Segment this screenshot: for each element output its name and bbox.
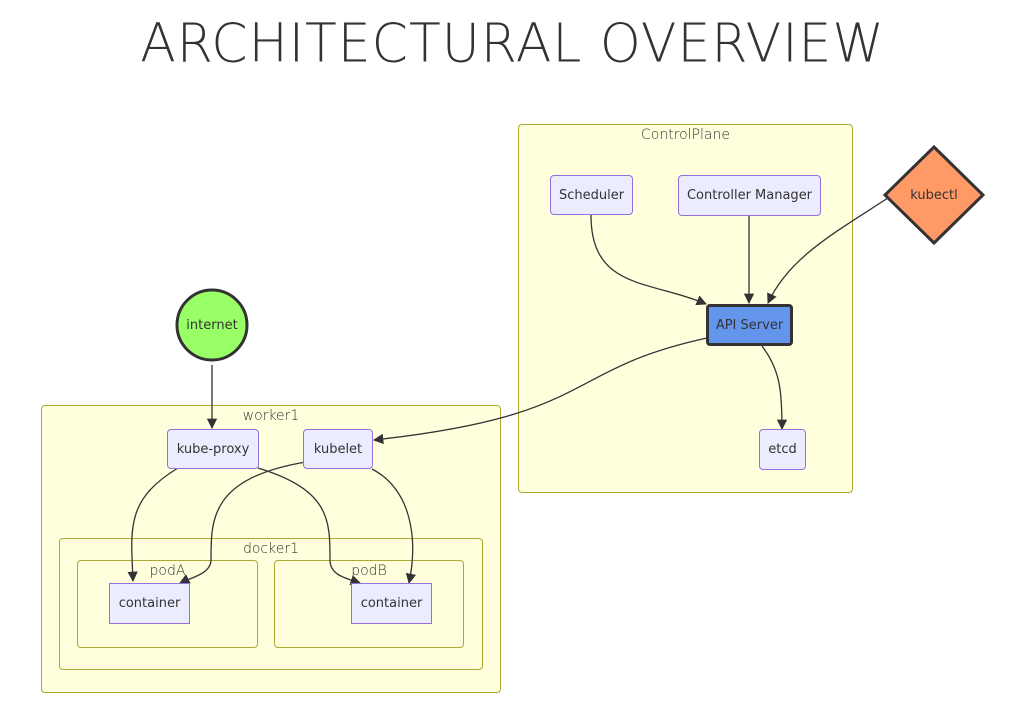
node-api-server: API Server bbox=[706, 304, 793, 346]
node-etcd: etcd bbox=[759, 429, 806, 470]
node-controller-manager: Controller Manager bbox=[678, 175, 821, 216]
node-kubectl: kubectl bbox=[910, 187, 958, 203]
node-scheduler: Scheduler bbox=[550, 175, 633, 215]
cluster-label-pod-a: podA bbox=[149, 563, 186, 579]
cluster-label-docker1: docker1 bbox=[242, 541, 300, 557]
cluster-label-control-plane: ControlPlane bbox=[640, 127, 730, 143]
cluster-label-worker1: worker1 bbox=[242, 408, 300, 424]
node-kubelet: kubelet bbox=[303, 429, 373, 469]
node-container-a: container bbox=[109, 583, 190, 624]
cluster-label-pod-b: podB bbox=[351, 563, 387, 579]
node-container-b: container bbox=[351, 583, 432, 624]
node-kube-proxy: kube-proxy bbox=[167, 429, 259, 469]
diagram-title: ARCHITECTURAL OVERVIEW bbox=[140, 13, 885, 75]
node-internet: internet bbox=[186, 317, 238, 333]
